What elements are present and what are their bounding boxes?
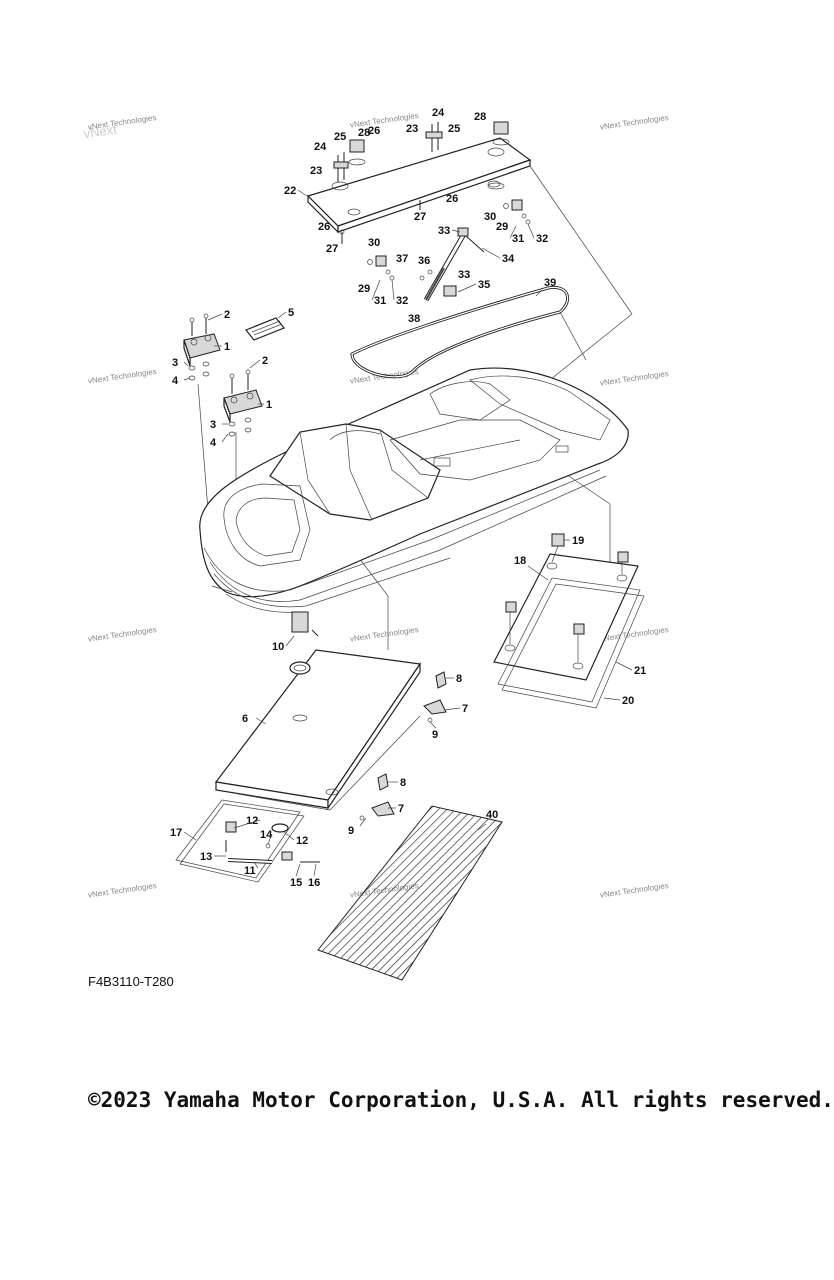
- callout-26: 26: [446, 193, 458, 205]
- callouts: 1 1 2 2 3 3 4 4 5 6 7 7 8 8 9 9 10 11 12…: [170, 107, 646, 889]
- callout-4: 4: [210, 437, 217, 449]
- callout-30: 30: [368, 237, 380, 249]
- watermark: vNext Technologies: [87, 625, 157, 644]
- callout-38: 38: [408, 313, 420, 325]
- callout-34: 34: [502, 253, 515, 265]
- callout-12: 12: [246, 815, 258, 827]
- callout-32: 32: [396, 295, 408, 307]
- callout-31: 31: [512, 233, 524, 245]
- callout-9: 9: [432, 729, 438, 741]
- callout-28: 28: [474, 111, 486, 123]
- callout-4: 4: [172, 375, 179, 387]
- callout-14: 14: [260, 829, 273, 841]
- hinge-parts-top: [333, 121, 531, 281]
- callout-31: 31: [374, 295, 386, 307]
- callout-23: 23: [406, 123, 418, 135]
- callout-3: 3: [210, 419, 216, 431]
- callout-8: 8: [400, 777, 406, 789]
- copyright-notice: ©2023 Yamaha Motor Corporation, U.S.A. A…: [88, 1088, 834, 1112]
- watermark: vNext Technologies: [349, 625, 419, 644]
- callout-11: 11: [244, 865, 256, 877]
- callout-23: 23: [310, 165, 322, 177]
- callout-18: 18: [514, 555, 526, 567]
- callout-30: 30: [484, 211, 496, 223]
- floor-mat: [317, 805, 503, 981]
- callout-27: 27: [414, 211, 426, 223]
- gas-strut: [419, 227, 485, 302]
- callout-24: 24: [432, 107, 445, 119]
- callout-12: 12: [296, 835, 308, 847]
- callout-37: 37: [396, 253, 408, 265]
- lid-hardware: [225, 671, 447, 864]
- reference-code: F4B3110-T280: [88, 974, 174, 989]
- callout-20: 20: [622, 695, 634, 707]
- callout-2: 2: [224, 309, 230, 321]
- callout-2: 2: [262, 355, 268, 367]
- callout-26: 26: [368, 125, 380, 137]
- callout-40: 40: [486, 809, 498, 821]
- svg-text:vNext: vNext: [83, 122, 118, 142]
- callout-8: 8: [456, 673, 462, 685]
- callout-1: 1: [266, 399, 272, 411]
- callout-1: 1: [224, 341, 230, 353]
- callout-7: 7: [462, 703, 468, 715]
- callout-16: 16: [308, 877, 320, 889]
- callout-25: 25: [448, 123, 460, 135]
- floor-hatch: [493, 533, 645, 709]
- callout-33: 33: [438, 225, 450, 237]
- callout-22: 22: [284, 185, 296, 197]
- sun-deck-lid: [306, 137, 532, 234]
- watermark: vNext Technologies: [87, 367, 157, 386]
- callout-27: 27: [326, 243, 338, 255]
- callout-3: 3: [172, 357, 178, 369]
- callout-10: 10: [272, 641, 284, 653]
- callout-13: 13: [200, 851, 212, 863]
- callout-6: 6: [242, 713, 248, 725]
- gasket: [175, 799, 305, 883]
- watermark: vNext Technologies: [599, 881, 669, 900]
- watermark: vNext Technologies: [599, 113, 669, 132]
- callout-26: 26: [318, 221, 330, 233]
- callout-leaders: [183, 189, 633, 877]
- callout-36: 36: [418, 255, 430, 267]
- callout-7: 7: [398, 803, 404, 815]
- watermark: vNext Technologies: [599, 369, 669, 388]
- callout-33: 33: [458, 269, 470, 281]
- callout-17: 17: [170, 827, 182, 839]
- callout-32: 32: [536, 233, 548, 245]
- boat-hull: [199, 367, 629, 613]
- callout-25: 25: [334, 131, 346, 143]
- callout-29: 29: [358, 283, 370, 295]
- callout-21: 21: [634, 665, 646, 677]
- callout-28: 28: [358, 127, 370, 139]
- clamp-blocks: [183, 313, 285, 437]
- callout-29: 29: [496, 221, 508, 233]
- callout-19: 19: [572, 535, 584, 547]
- callout-35: 35: [478, 279, 490, 291]
- storage-lid: [214, 611, 422, 811]
- watermark: vNext Technologies: [87, 881, 157, 900]
- callout-15: 15: [290, 877, 302, 889]
- callout-5: 5: [288, 307, 294, 319]
- callout-24: 24: [314, 141, 327, 153]
- callout-9: 9: [348, 825, 354, 837]
- callout-39: 39: [544, 277, 556, 289]
- watermark: vNext Technologies: [87, 113, 157, 132]
